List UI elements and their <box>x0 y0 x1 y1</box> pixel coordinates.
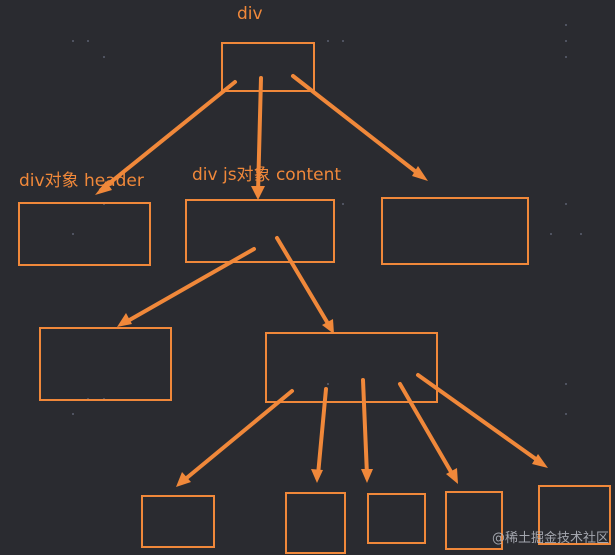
header-box <box>18 202 151 266</box>
leaf-box-3 <box>367 493 426 544</box>
arrowhead <box>251 186 265 200</box>
content-left-child-box <box>39 327 172 401</box>
grid-dot <box>565 203 567 205</box>
grid-dot <box>342 203 344 205</box>
grid-dot <box>327 40 329 42</box>
watermark: @稀土掘金技术社区 <box>491 531 609 546</box>
grid-dot <box>87 40 89 42</box>
grid-dot <box>103 203 105 205</box>
arrowhead <box>311 469 323 483</box>
grid-dot <box>103 56 105 58</box>
grid-dot <box>580 233 582 235</box>
arrow-to-leaf-2 <box>316 387 328 477</box>
arrow-content-to-left <box>124 247 256 324</box>
arrow-root-to-header <box>99 80 237 192</box>
grid-dot <box>565 24 567 26</box>
header-label: div对象 header <box>19 171 144 191</box>
content-right-child-box <box>265 332 438 403</box>
root-label: div <box>237 4 263 24</box>
leaf-box-1 <box>141 495 215 548</box>
arrow-root-to-third <box>291 74 422 177</box>
arrowhead <box>361 469 373 483</box>
arrow-root-to-content <box>256 76 263 195</box>
arrowhead <box>412 166 428 181</box>
arrow-to-leaf-4 <box>398 382 456 479</box>
grid-dot <box>565 40 567 42</box>
grid-dot <box>565 56 567 58</box>
root-div-box <box>221 42 315 92</box>
grid-dot <box>342 40 344 42</box>
arrowhead <box>322 319 334 334</box>
third-child-box <box>381 197 529 265</box>
arrow-to-leaf-1 <box>181 389 294 483</box>
content-box <box>185 199 335 263</box>
arrow-content-to-right <box>275 236 332 329</box>
grid-dot <box>565 383 567 385</box>
arrowhead <box>532 454 548 468</box>
grid-dot <box>72 233 74 235</box>
grid-dot <box>327 383 329 385</box>
leaf-box-2 <box>285 492 346 554</box>
grid-dot <box>565 413 567 415</box>
arrowhead <box>176 472 191 487</box>
arrowhead <box>117 313 132 327</box>
arrow-to-leaf-3 <box>361 378 369 477</box>
leaf-box-5 <box>538 485 611 545</box>
leaf-box-4 <box>445 491 503 550</box>
grid-dot <box>550 233 552 235</box>
content-label: div js对象 content <box>192 165 342 185</box>
arrow-to-leaf-5 <box>416 373 542 464</box>
grid-dot <box>72 413 74 415</box>
grid-dot <box>72 40 74 42</box>
arrowhead <box>95 181 112 195</box>
arrowhead <box>446 468 458 484</box>
